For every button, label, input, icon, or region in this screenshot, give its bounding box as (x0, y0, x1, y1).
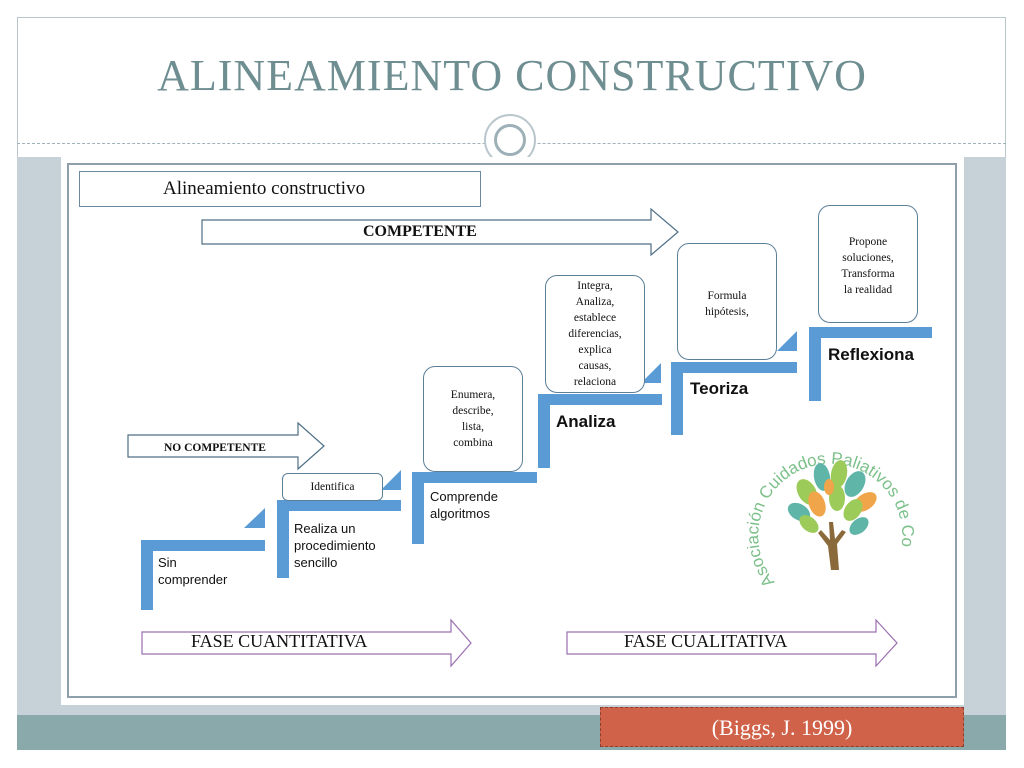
fase-cualitativa-label: FASE CUALITATIVA (624, 631, 788, 651)
staircase-steps (141, 327, 932, 610)
stair-1 (141, 540, 265, 551)
step-4-label: Analiza (556, 412, 616, 431)
integra-box: Integra, Analiza, establece diferencias,… (545, 275, 645, 393)
competente-label: COMPETENTE (363, 223, 477, 240)
diagram-subtitle: Alineamiento constructivo (79, 171, 481, 207)
fase-cuantitativa-arrow (141, 618, 472, 668)
formula-box: Formula hipótesis, (677, 243, 777, 360)
stair-2 (277, 500, 401, 511)
slide-title: ALINEAMIENTO CONSTRUCTIVO (157, 51, 867, 100)
no-competente-label: NO COMPETENTE (164, 442, 266, 454)
citation-box: (Biggs, J. 1999) (600, 707, 964, 747)
stair-3 (412, 472, 537, 483)
step-1-label: Sin comprender (158, 555, 228, 587)
asociacion-logo: Asociación Cuidados Paliativos de Colomb… (747, 422, 917, 591)
step-2-label: Realiza un procedimiento sencillo (294, 521, 376, 570)
stair-5 (671, 362, 797, 373)
enumera-box: Enumera, describe, lista, combina (423, 366, 523, 472)
fase-cualitativa-arrow (566, 618, 898, 668)
stair-4 (538, 394, 662, 405)
stair-6 (809, 327, 932, 338)
staircase-diagram (127, 207, 932, 668)
step-6-label: Reflexiona (828, 345, 914, 364)
step-3-label: Comprende algoritmos (430, 489, 498, 521)
tree-leaves-icon (787, 460, 877, 535)
no-competente-arrow (127, 421, 325, 471)
step-5-label: Teoriza (690, 379, 749, 398)
identifica-box: Identifica (282, 473, 383, 501)
competente-arrow (201, 207, 679, 257)
propone-box: Propone soluciones, Transforma la realid… (818, 205, 918, 323)
tree-trunk-icon (818, 522, 846, 570)
fase-cuantitativa-label: FASE CUANTITATIVA (191, 631, 368, 651)
diagram-border (67, 163, 957, 698)
diagram-panel: Alineamiento constructivo (61, 157, 964, 705)
